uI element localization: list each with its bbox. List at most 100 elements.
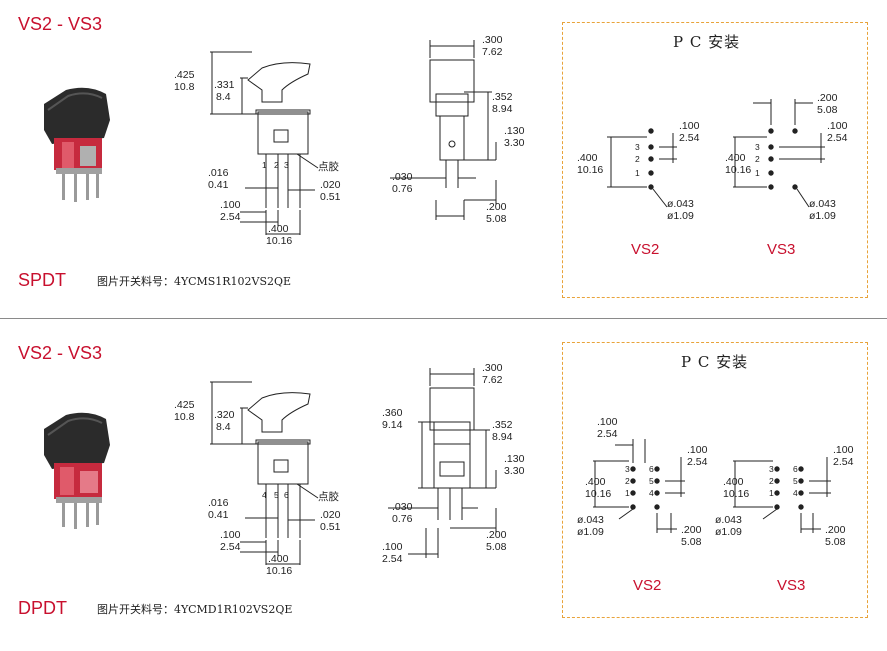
dim-top-pitch-mm: 2.54 [597,428,618,440]
pc-pin-label: 3 [769,464,774,474]
side-view-drawing: .425 10.8 .320 8.4 4 5 6 点胶 .016 0.41 .0… [174,381,341,577]
dim-pitch-in: .100 [833,444,854,456]
dim-pin-gap-mm: 0.76 [392,513,413,525]
pc-pin-label: 3 [635,142,640,152]
dim-pitch-in: .100 [220,199,241,211]
pc-pin-label: 4 [793,488,798,498]
dim-pin-gap-in: .030 [392,501,413,513]
pc-pin-label: 5 [793,476,798,486]
dim-pin-thick-mm: 0.51 [320,191,341,203]
pc-mounting-title: P C 安装 [673,33,741,51]
switch-photo [44,412,110,529]
glue-label: 点胶 [318,490,339,503]
dim-pin-spacing-in: .200 [486,529,507,541]
vs3-label: VS3 [767,241,796,258]
switch-photo [44,87,110,202]
dim-body-mm: 8.94 [492,431,513,443]
series-title: VS2 - VS3 [18,343,103,363]
dim-span-in: .400 [577,152,598,164]
dim-pitch-in: .100 [679,120,700,132]
vs2-footprint: 3 2 1 6 5 4 .100 2.54 .100 2.54 .400 10.… [577,416,708,548]
dim-width-in: .300 [482,362,503,374]
dim-pitch-in: .100 [220,529,241,541]
dim-pin-width-mm: 0.41 [208,179,229,191]
pin-label: 5 [274,490,279,500]
dim-row-mm: 5.08 [825,536,846,548]
pin-label: 1 [262,160,267,170]
pin-label: 6 [284,490,289,500]
pc-pin-label: 1 [755,168,760,178]
dim-actuator-mm: 8.4 [216,91,231,103]
dim-pin-width-in: .016 [208,167,229,179]
dim-pin-len-in: .130 [504,453,525,465]
dim-body-in: .352 [492,419,513,431]
dim-row-in: .200 [825,524,846,536]
dim-span-mm: 10.16 [266,565,292,577]
dim-pitch-in: .100 [827,120,848,132]
vs2-label: VS2 [631,241,660,258]
pc-pin-label: 2 [755,154,760,164]
dim-height-in: .425 [174,69,195,81]
dim-span-mm: 10.16 [723,488,749,500]
dim-width-mm: 7.62 [482,374,503,386]
vs3-footprint: 3 2 1 .200 5.08 .100 2.54 .400 10.16 ø.0… [725,92,848,222]
pc-pin-label: 4 [649,488,654,498]
dim-actuator-in: .331 [214,79,235,91]
dim-pin-thick-mm: 0.51 [320,521,341,533]
dim-row-in: .200 [681,524,702,536]
dim-pin-len-mm: 3.30 [504,465,525,477]
dim-actuator-mm: 8.4 [216,421,231,433]
dim-pin-spacing-mm: 5.08 [486,213,507,225]
dim-span-in: .400 [585,476,606,488]
dim-width-in: .300 [482,34,503,46]
pin-label: 4 [262,490,267,500]
pc-pin-label: 1 [625,488,630,498]
pc-pin-label: 5 [649,476,654,486]
dim-pin-width-mm: 0.41 [208,509,229,521]
pc-pin-label: 2 [625,476,630,486]
section-divider [0,318,887,319]
pc-pin-label: 1 [635,168,640,178]
dim-actuator-in: .320 [214,409,235,421]
front-view-drawing: .300 7.62 .352 8.94 .130 3.30 .030 0.76 … [390,34,525,225]
dim-hole-in: ø.043 [577,514,604,526]
dim-pitch-mm: 2.54 [827,132,848,144]
dim-pin-width-in: .016 [208,497,229,509]
dim-height-mm: 10.8 [174,81,195,93]
pc-pin-label: 3 [625,464,630,474]
part-number: 图片开关料号：4YCMS1R102VS2QE [97,275,292,288]
dim-body-mm: 8.94 [492,103,513,115]
dim-span-mm: 10.16 [585,488,611,500]
dim-hole-in: ø.043 [715,514,742,526]
dim-pitch-mm: 2.54 [687,456,708,468]
pc-pin-label: 2 [635,154,640,164]
dim-span-in: .400 [268,223,289,235]
dim-row-mm: 5.08 [681,536,702,548]
dim-hole-mm: ø1.09 [577,526,604,538]
pc-pin-label: 2 [769,476,774,486]
dim-pitch-mm: 2.54 [220,211,241,223]
dim-hole-in: ø.043 [809,198,836,210]
vs2-label: VS2 [633,577,662,594]
dim-row-in: .200 [817,92,838,104]
dim-pin-gap-in: .030 [392,171,413,183]
dim-pitch-mm: 2.54 [679,132,700,144]
dim-pin-len-mm: 3.30 [504,137,525,149]
part-number: 图片开关料号：4YCMD1R102VS2QE [97,603,293,616]
dim-top-pitch-in: .100 [597,416,618,428]
pole-type: SPDT [18,270,67,290]
pole-type: DPDT [18,598,67,618]
dim-pin-spacing-in: .200 [486,201,507,213]
dim-width-mm: 7.62 [482,46,503,58]
dim-span-mm: 10.16 [725,164,751,176]
pc-mounting-box: P C 安装 3 2 1 6 5 [562,342,868,618]
dim-hole-mm: ø1.09 [667,210,694,222]
dim-hole-mm: ø1.09 [809,210,836,222]
series-title: VS2 - VS3 [18,14,103,34]
pin-label: 3 [284,160,289,170]
dim-span-in: .400 [268,553,289,565]
dim-pitch-mm: 2.54 [833,456,854,468]
dim-pin-spacing-mm: 5.08 [486,541,507,553]
dim-pitch-in: .100 [687,444,708,456]
side-view-drawing: .425 10.8 .331 8.4 1 2 3 点胶 .016 0.41 .0… [174,51,341,247]
